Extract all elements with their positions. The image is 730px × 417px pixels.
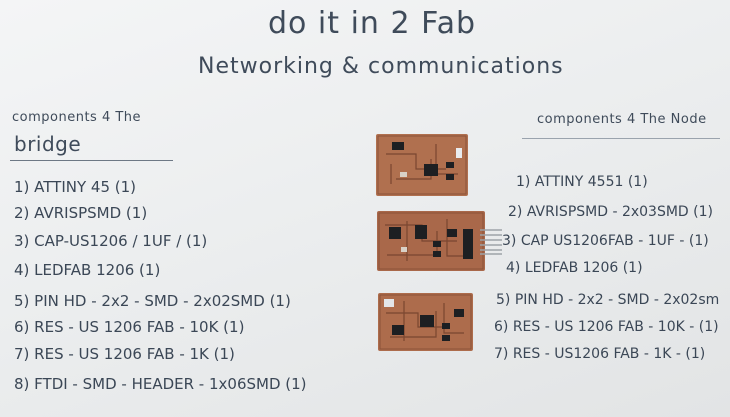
left-heading-underline bbox=[10, 160, 173, 161]
left-list-item: 6) RES - US 1206 FAB - 10K (1) bbox=[14, 318, 245, 336]
right-list-item: 4) LEDFAB 1206 (1) bbox=[506, 260, 643, 276]
left-list-item: 8) FTDI - SMD - HEADER - 1x06SMD (1) bbox=[14, 375, 307, 393]
page-subtitle: Networking & communications bbox=[198, 54, 564, 79]
left-list-item: 2) AVRISPSMD (1) bbox=[14, 204, 148, 222]
pcb-board-middle bbox=[377, 211, 485, 271]
header-pins bbox=[480, 227, 502, 255]
right-list-item: 3) CAP US1206FAB - 1UF - (1) bbox=[502, 233, 709, 249]
right-list-item: 2) AVRISPSMD - 2x03SMD (1) bbox=[508, 204, 713, 220]
left-list-item: 1) ATTINY 45 (1) bbox=[14, 178, 136, 196]
page-title: do it in 2 Fab bbox=[268, 6, 477, 41]
pcb-board-top bbox=[376, 134, 468, 196]
left-heading-line1: components 4 The bbox=[12, 110, 142, 125]
left-list-item: 5) PIN HD - 2x2 - SMD - 2x02SMD (1) bbox=[14, 292, 291, 310]
right-list-item: 7) RES - US1206 FAB - 1K - (1) bbox=[494, 346, 706, 362]
left-heading-line2: bridge bbox=[14, 132, 82, 156]
left-list-item: 3) CAP-US1206 / 1UF / (1) bbox=[14, 232, 208, 250]
right-list-item: 6) RES - US 1206 FAB - 10K - (1) bbox=[494, 319, 719, 335]
pcb-board-bottom bbox=[378, 293, 473, 351]
left-list-item: 7) RES - US 1206 FAB - 1K (1) bbox=[14, 345, 235, 363]
right-list-item: 1) ATTINY 4551 (1) bbox=[516, 174, 648, 190]
right-heading-underline bbox=[522, 138, 720, 139]
left-list-item: 4) LEDFAB 1206 (1) bbox=[14, 261, 161, 279]
right-list-item: 5) PIN HD - 2x2 - SMD - 2x02sm bbox=[496, 292, 720, 308]
right-heading: components 4 The Node bbox=[537, 112, 707, 127]
